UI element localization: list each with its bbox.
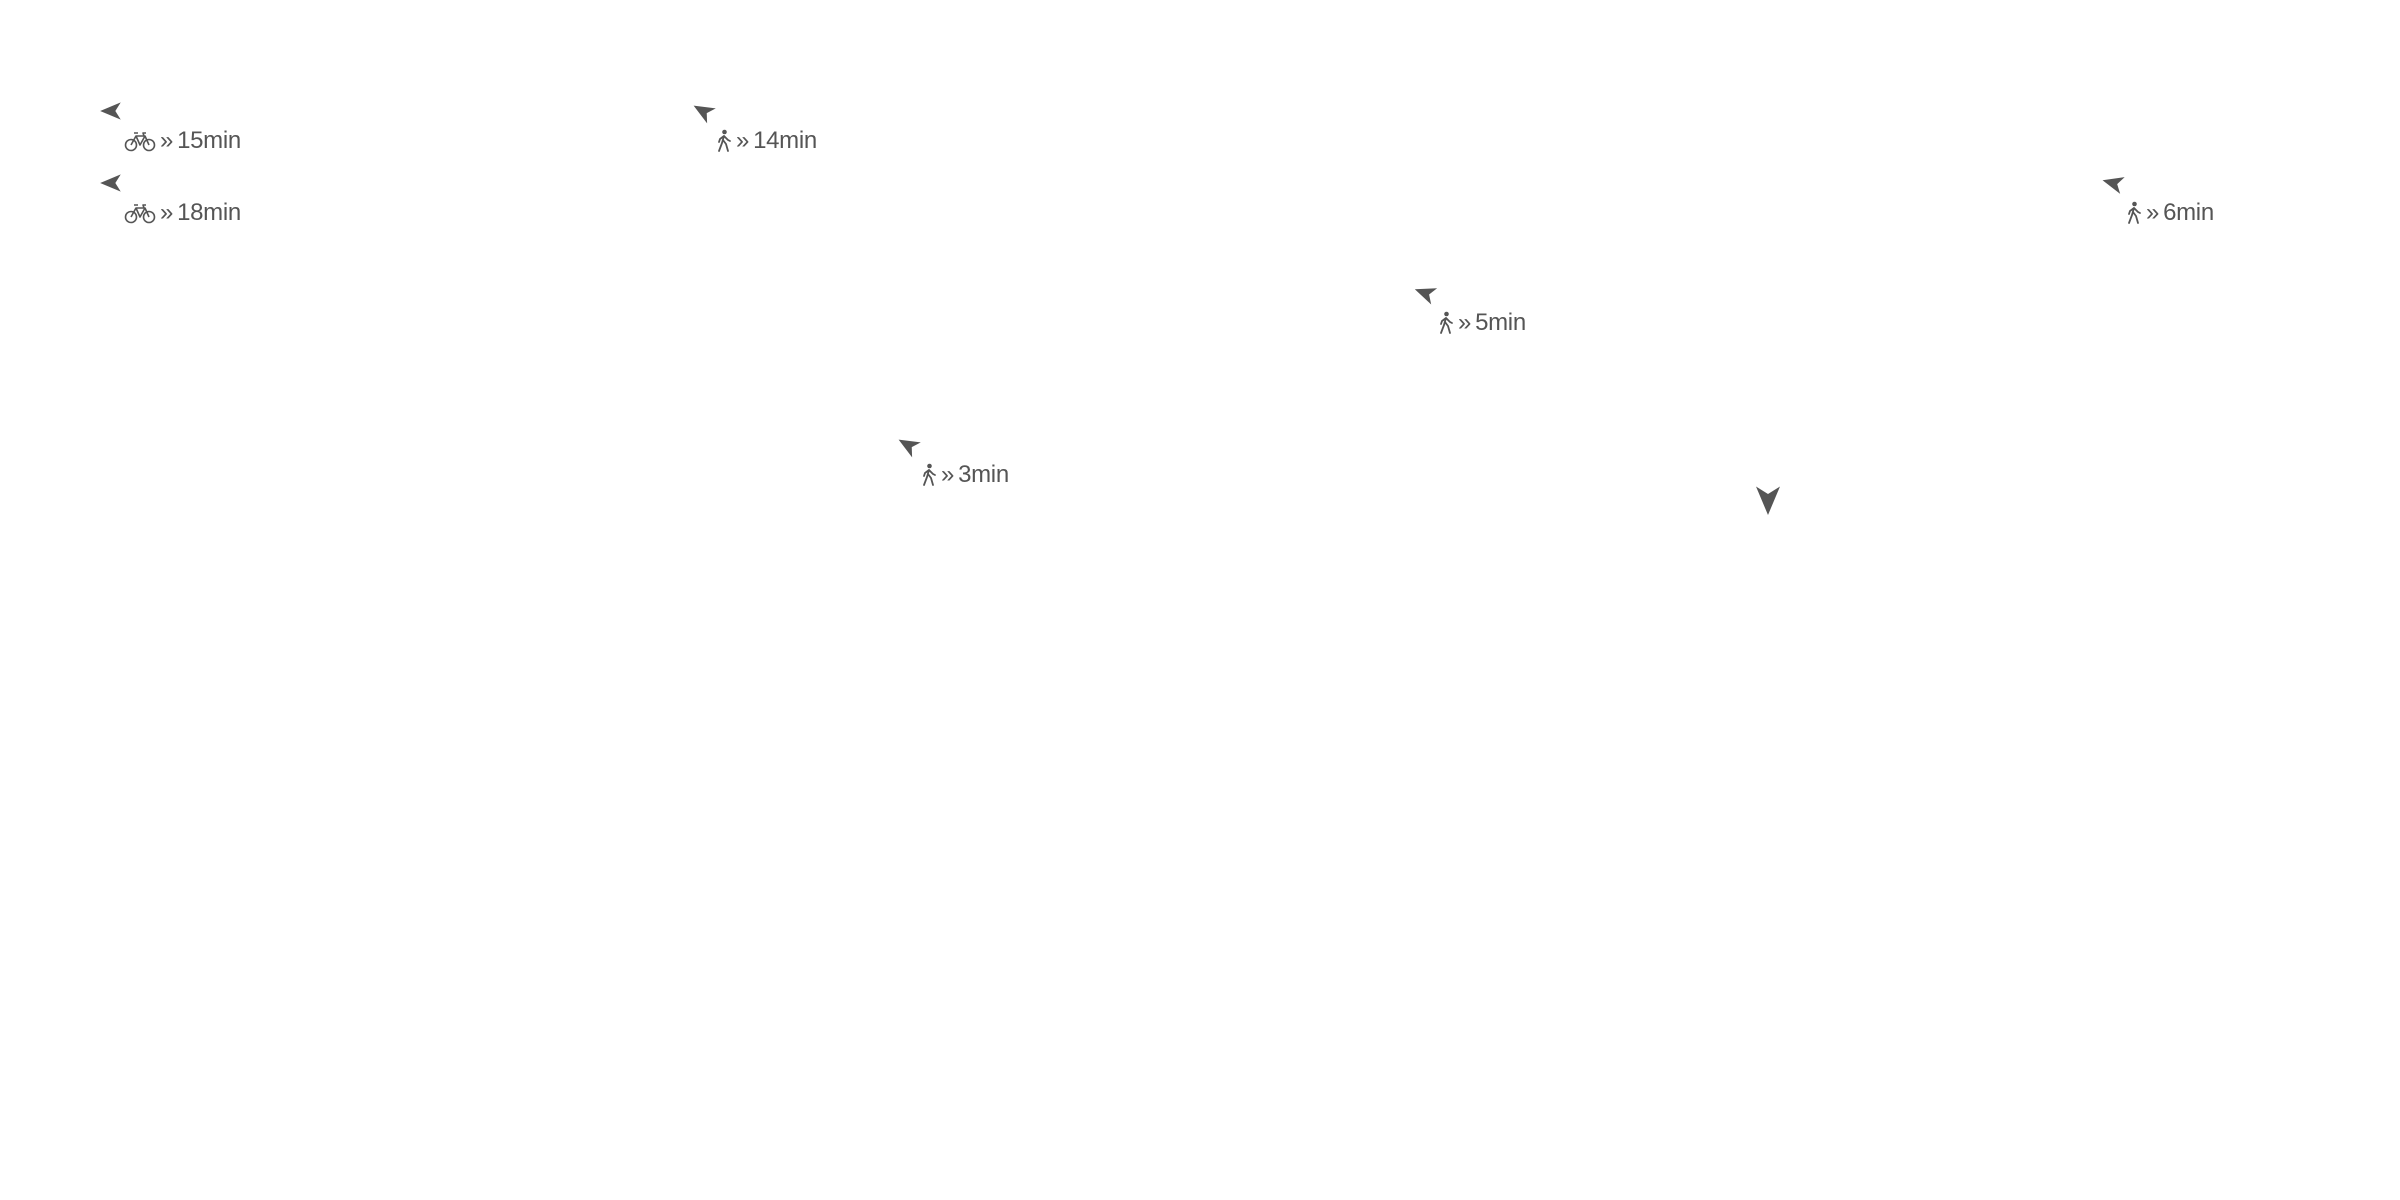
route-label: » 15min	[124, 124, 241, 158]
route-time: 15min	[177, 127, 241, 154]
route-marker-bike-18[interactable]: » 18min	[98, 170, 241, 240]
route-label: » 6min	[2126, 196, 2214, 230]
direction-arrow-icon	[2102, 177, 2125, 194]
direction-arrow-icon	[100, 174, 121, 192]
heading-arrow-icon[interactable]	[1750, 482, 1786, 518]
route-label: » 18min	[124, 196, 241, 230]
route-separator: »	[1458, 309, 1472, 336]
route-separator: »	[160, 127, 174, 154]
direction-arrow-icon	[100, 102, 121, 120]
route-separator: »	[160, 199, 174, 226]
walking-icon	[716, 129, 732, 153]
route-time: 3min	[958, 461, 1009, 488]
direction-arrow-icon	[693, 105, 716, 124]
route-label: » 3min	[921, 458, 1009, 492]
route-time: 5min	[1475, 309, 1526, 336]
route-separator: »	[736, 127, 750, 154]
route-marker-walk-5[interactable]: » 5min	[1412, 280, 1552, 350]
route-label: » 14min	[716, 124, 817, 158]
route-marker-walk-6[interactable]: » 6min	[2100, 170, 2240, 240]
bicycle-icon	[124, 202, 156, 224]
walking-icon	[1438, 311, 1454, 335]
route-time: 6min	[2163, 199, 2214, 226]
route-marker-bike-15[interactable]: » 15min	[98, 98, 241, 168]
route-time: 14min	[753, 127, 817, 154]
walking-icon	[921, 463, 937, 487]
direction-arrow-icon	[1414, 288, 1438, 305]
walking-icon	[2126, 201, 2142, 225]
route-separator: »	[2146, 199, 2160, 226]
route-time: 18min	[177, 199, 241, 226]
route-marker-walk-3[interactable]: » 3min	[895, 432, 1035, 502]
route-label: » 5min	[1438, 306, 1526, 340]
bicycle-icon	[124, 130, 156, 152]
direction-arrow-icon	[898, 439, 921, 458]
route-separator: »	[941, 461, 955, 488]
route-marker-walk-14[interactable]: » 14min	[690, 98, 830, 168]
